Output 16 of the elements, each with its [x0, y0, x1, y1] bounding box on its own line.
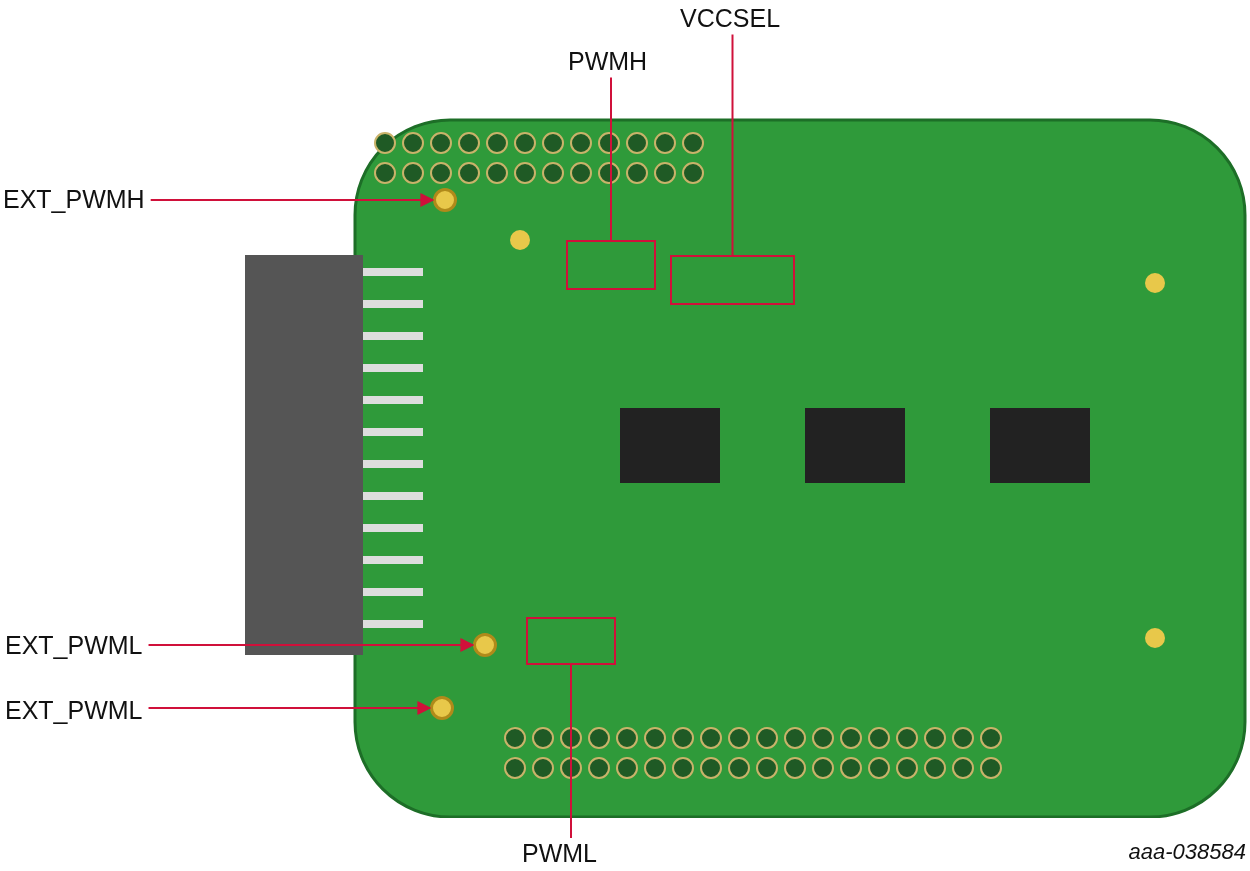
callout-label: EXT_PWML: [5, 697, 143, 725]
jumper-highlight-box: [526, 617, 616, 665]
callout-label: VCCSEL: [680, 5, 781, 33]
leader-arrow: [147, 701, 432, 715]
leader-line: [731, 33, 734, 256]
leader-line: [570, 664, 572, 839]
callout-label: PWMH: [568, 48, 648, 76]
callout-label: PWML: [522, 840, 597, 868]
figure-id: aaa-038584: [1128, 840, 1246, 865]
jumper-highlight-box: [566, 240, 656, 290]
leader-line: [610, 76, 612, 241]
callout-label: EXT_PWMH: [3, 186, 145, 214]
leader-arrow: [149, 193, 435, 207]
jumper-highlight-box: [670, 255, 795, 305]
leader-arrow: [147, 638, 475, 652]
callout-label: EXT_PWML: [5, 632, 143, 660]
